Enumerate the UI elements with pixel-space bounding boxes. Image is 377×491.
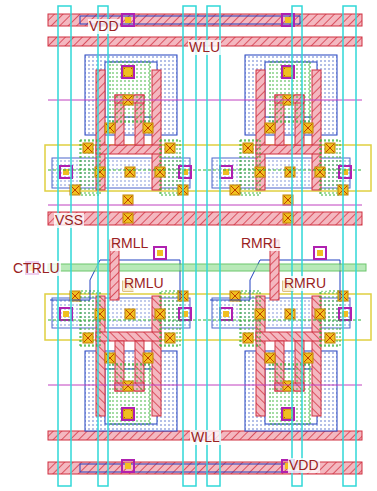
signal-label: RMRU <box>283 276 327 291</box>
signal-label: WLL <box>190 430 221 445</box>
signal-label: VSS <box>54 213 84 228</box>
signal-label: CTRLU <box>12 261 61 276</box>
signal-label: WLU <box>188 40 221 55</box>
signal-label: RMLL <box>110 236 149 251</box>
signal-label: VDD <box>288 458 320 473</box>
signal-label: VDD <box>88 19 120 34</box>
signal-label: RMRL <box>240 236 282 251</box>
signal-label: RMLU <box>123 276 165 291</box>
